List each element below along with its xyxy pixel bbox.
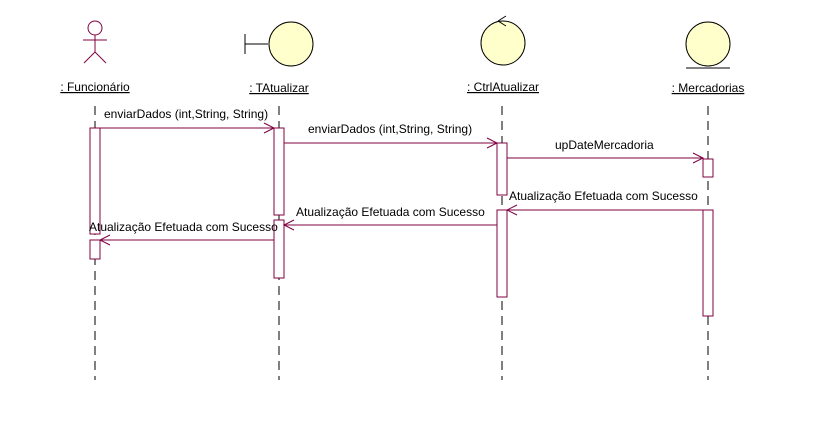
activation-box [496, 209, 508, 298]
message-label: Atualização Efetuada com Sucesso [89, 220, 278, 234]
message-label: enviarDados (int,String, String) [308, 122, 472, 136]
lifeline-label-mercadorias: : Mercadorias [672, 81, 745, 95]
activation-box [702, 158, 714, 178]
control-icon [480, 15, 526, 66]
activation-box [89, 239, 101, 260]
activation-box [702, 209, 714, 317]
message-label: Atualização Efetuada com Sucesso [509, 189, 698, 203]
activation-box [89, 127, 101, 235]
message-3: upDateMercadoria [507, 138, 705, 164]
entity-icon [685, 21, 731, 69]
message-4-return: Atualização Efetuada com Sucesso [505, 189, 703, 216]
message-5-return: Atualização Efetuada com Sucesso [282, 205, 497, 231]
lifeline-label-ctrlatualizar: : CtrlAtualizar [467, 80, 539, 94]
lifeline-label-funcionario: : Funcionário [60, 80, 130, 94]
message-6-return: Atualização Efetuada com Sucesso [89, 220, 278, 246]
activation-box [496, 142, 508, 196]
activation-box [273, 219, 285, 279]
message-label: Atualização Efetuada com Sucesso [296, 205, 485, 219]
actor-icon [83, 20, 107, 64]
message-label: enviarDados (int,String, String) [104, 107, 268, 121]
message-1: enviarDados (int,String, String) [100, 107, 276, 134]
message-label: upDateMercadoria [555, 138, 654, 152]
lifeline-label-tatualizar: : TAtualizar [249, 81, 309, 95]
message-2: enviarDados (int,String, String) [284, 122, 499, 149]
activation-box [273, 127, 285, 216]
boundary-icon [244, 21, 314, 67]
